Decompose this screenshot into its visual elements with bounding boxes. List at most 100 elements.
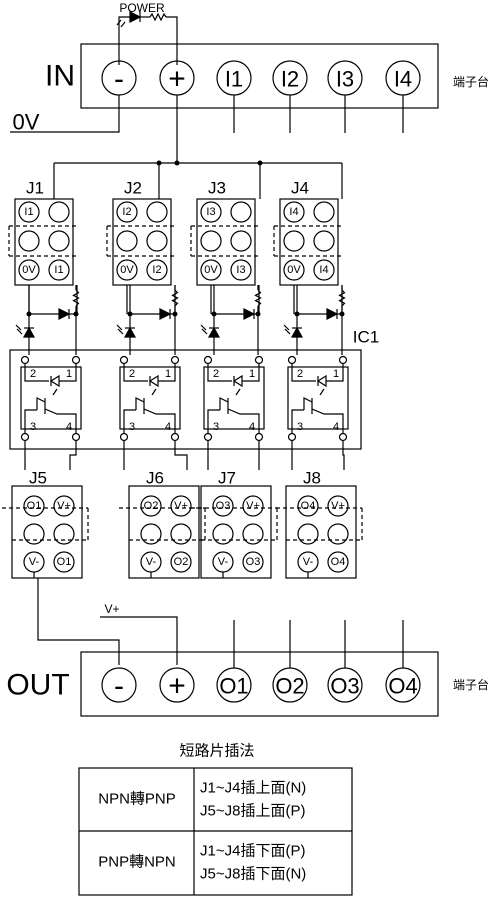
table-line: J1~J4插上面(N) (200, 780, 306, 797)
input-resistor (171, 289, 179, 307)
input-diode (58, 308, 71, 320)
jumper-pin (170, 495, 192, 517)
jumper-pin (146, 230, 168, 252)
opto-wire (249, 413, 260, 433)
input-diode (159, 308, 172, 320)
jumper-pin-label: 0V (120, 264, 134, 276)
junction-dot (26, 311, 32, 317)
jumper-pin-label: O4 (331, 556, 346, 568)
jumper-frame (128, 485, 200, 579)
optocoupler-pin (254, 432, 264, 442)
optocoupler-pin (287, 355, 297, 365)
jumper-pin-label: 0V (204, 264, 218, 276)
optocoupler-frame (20, 366, 82, 430)
table-mode: NPN轉PNP (98, 791, 176, 808)
jumper-pin-label: O3 (216, 500, 231, 512)
power-led-arrow (120, 21, 126, 28)
optocoupler-pin-label: 1 (66, 368, 72, 380)
in-terminal-5 (385, 60, 421, 96)
opto-collector (36, 397, 46, 410)
diode-body (159, 308, 172, 320)
jumper-pin (18, 259, 40, 281)
jumper-pin (170, 523, 192, 545)
zero-v-wire (10, 95, 120, 133)
jumper-pin (23, 551, 45, 573)
optocoupler-pin (203, 355, 213, 365)
out-terminal-label: + (168, 670, 186, 703)
jumper-pin (230, 230, 252, 252)
in-terminal-0 (101, 60, 137, 96)
optocoupler-pin (71, 355, 81, 365)
optocoupler-pin-label: 1 (249, 368, 255, 380)
optocoupler-pin (338, 355, 348, 365)
wire (69, 441, 77, 470)
jumper-pin (48, 259, 70, 281)
opto-wire (158, 364, 176, 382)
jumper-pin-label: V- (29, 556, 40, 568)
junction-dot (156, 160, 162, 166)
opto-led (148, 374, 159, 388)
optocoupler-pin (170, 355, 180, 365)
jumper-pin (212, 495, 234, 517)
jumper-pin-label: I2 (152, 264, 161, 276)
out-terminal-label: O3 (330, 674, 359, 699)
in-terminal-label: I3 (336, 67, 354, 92)
optocoupler-pin-label: 2 (213, 368, 219, 380)
optocoupler-pin (71, 432, 81, 442)
jumper-pin (146, 259, 168, 281)
optocoupler-pin (20, 432, 30, 442)
power-label: POWER (119, 1, 165, 15)
jumper-label: J3 (208, 179, 226, 198)
junction-dot (257, 160, 263, 166)
v-plus-wire (100, 616, 178, 665)
optocoupler-pin-label: 3 (213, 421, 219, 433)
opto-collector (303, 397, 313, 410)
jumper-pin (53, 495, 75, 517)
jumper-frame (196, 198, 256, 286)
jumper-pin-label: O1 (27, 500, 42, 512)
opto-led (49, 374, 60, 388)
power-led-arrow (116, 19, 122, 26)
opto-arrow (151, 388, 157, 396)
jumper-pin (327, 523, 349, 545)
optocoupler-3 (203, 355, 265, 442)
optocoupler-pin (119, 432, 129, 442)
opto-wire (242, 364, 260, 382)
optocoupler-pin-label: 1 (165, 368, 171, 380)
out-terminal-label: O4 (388, 674, 417, 699)
junction-dot (127, 311, 133, 317)
opto-wire (24, 409, 37, 433)
jumper-pin (297, 551, 319, 573)
optocoupler-pin-label: 1 (333, 368, 339, 380)
jumper-pin (313, 259, 335, 281)
wire (174, 441, 188, 470)
opto-led (232, 374, 243, 388)
in-label: IN (45, 60, 75, 93)
power-wire-left (118, 16, 130, 65)
jumper-pin (140, 495, 162, 517)
jumper-frame (200, 485, 272, 579)
jumper-pin-label: I4 (289, 206, 298, 218)
junction-dot (174, 160, 180, 166)
opto-wire (123, 409, 136, 433)
opto-wire (59, 364, 77, 382)
jumper-pin (242, 551, 264, 573)
jumper-j7 (191, 485, 278, 579)
junction-dot (255, 311, 261, 317)
power-wire-right (166, 16, 178, 65)
jumper-pin (327, 551, 349, 573)
jumper-pin-label: I2 (122, 206, 131, 218)
jumper-pin-label: I1 (24, 206, 33, 218)
opto-wire (207, 409, 220, 433)
jumper-label: J4 (291, 179, 309, 198)
jumper-pin-label: I3 (236, 264, 245, 276)
optocoupler-pin (287, 432, 297, 442)
in-terminal-label: I4 (394, 67, 412, 92)
led-body (123, 326, 137, 338)
in-terminal-label: - (114, 63, 124, 96)
optocoupler-frame (203, 366, 265, 430)
led-arrow (117, 328, 124, 335)
jumper-pin (242, 495, 264, 517)
jumper-pin-label: V- (146, 556, 157, 568)
jumper-pin (283, 259, 305, 281)
